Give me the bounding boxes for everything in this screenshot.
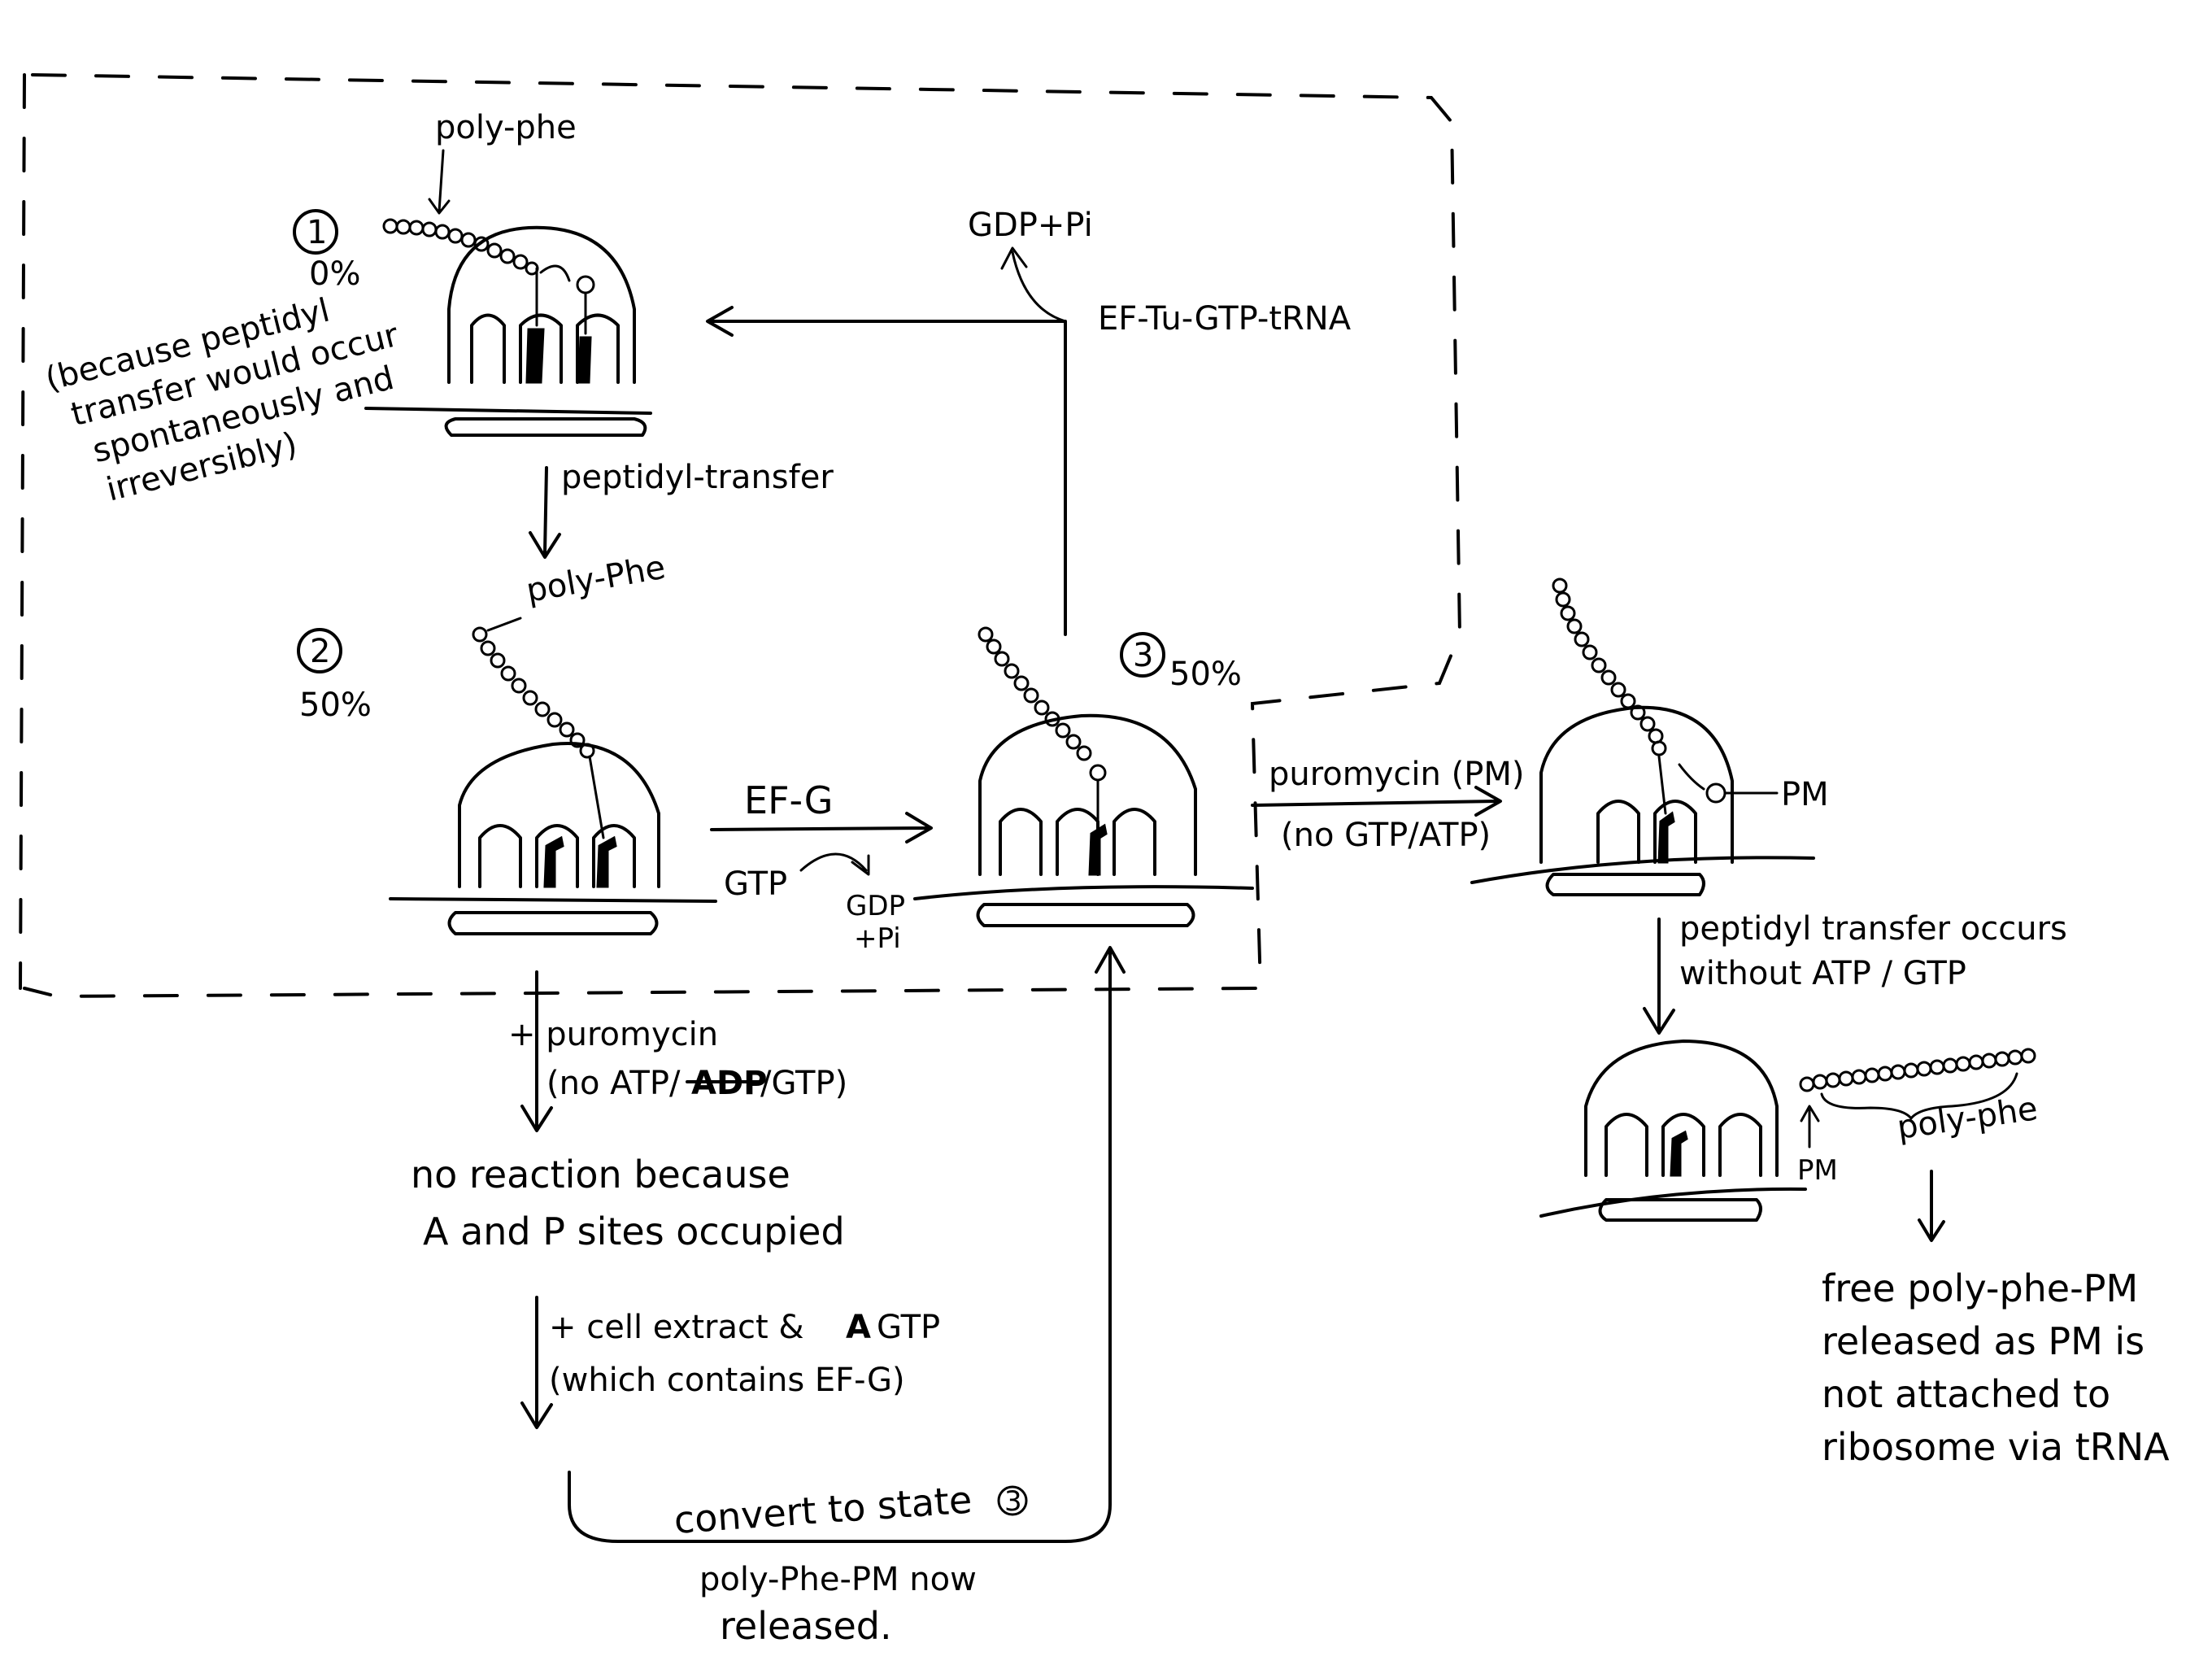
free-line-1: free poly-phe-PM: [1822, 1266, 2138, 1310]
cell-extract-struck: A: [846, 1309, 871, 1346]
ef-g-label: EF-G: [744, 778, 833, 822]
state-1-reason: (because peptidyl transfer would occur s…: [41, 291, 403, 508]
poly-phe-pointer-arrow-1: [428, 149, 451, 215]
poly-phe-chain-state-puromycin: [1552, 578, 1667, 756]
state-2-circle: [297, 628, 342, 673]
pm-bottom-arrow: [1800, 1105, 1820, 1149]
state-3-circle: [1120, 632, 1165, 678]
pi-label: +Pi: [854, 922, 901, 955]
pm-label: PM: [1781, 776, 1829, 813]
state-1-percent: 0%: [309, 255, 360, 293]
ribosome-state-1: [364, 225, 652, 437]
pm-bottom-label: PM: [1797, 1154, 1838, 1187]
gdp-label: GDP: [846, 890, 905, 922]
peptidyl-no-energy-line1: peptidyl transfer occurs: [1679, 910, 2067, 948]
poly-phe-chain-state-3: [978, 626, 1092, 761]
dashed-region-boundary: [19, 73, 1462, 999]
no-atp-gtp-prefix: (no ATP/: [546, 1065, 681, 1102]
poly-phe-pointer-2: [486, 617, 522, 632]
free-line-3: not attached to: [1822, 1372, 2110, 1416]
poly-phe-chain-state-2: [472, 626, 595, 759]
state-1-circle: [293, 209, 338, 255]
gtp-label: GTP: [724, 865, 787, 903]
ribosome-released: [1539, 1040, 1807, 1222]
ribosome-state-puromycin: [1470, 705, 1815, 896]
poly-phe-bottom-label: poly-phe: [1895, 1090, 2040, 1147]
poly-phe-chain-state-1: [382, 218, 539, 276]
released-line-1: poly-Phe-PM now: [699, 1561, 977, 1598]
peptidyl-transfer-label: peptidyl-transfer: [561, 459, 834, 496]
no-atp-gtp-suffix: /GTP): [760, 1065, 847, 1102]
arrow-cell-extract-down: [520, 1296, 553, 1429]
arrow-to-free-poly-phe: [1918, 1170, 1945, 1242]
cell-extract-line-1: + cell extract &: [549, 1309, 804, 1346]
ribosome-state-3: [913, 713, 1254, 927]
ef-tu-complex-label: EF-Tu-GTP-tRNA: [1098, 300, 1352, 338]
free-poly-phe-chain: [1799, 1048, 2036, 1120]
ef-g-arrow: [710, 812, 933, 843]
arrow-peptidyl-transfer-no-energy: [1643, 917, 1675, 1035]
arrow-state2-puromycin-down: [520, 970, 553, 1132]
gtp-to-gdp-curve: [799, 852, 870, 876]
cell-extract-line-2: (which contains EF-G): [549, 1362, 905, 1399]
convert-loop-arrow: [568, 946, 1126, 1543]
no-reaction-line-2: A and P sites occupied: [423, 1210, 845, 1253]
puromycin-pm-label: puromycin (PM): [1269, 756, 1524, 793]
convert-state-number: 3: [1004, 1485, 1022, 1518]
released-line-2: released.: [720, 1604, 892, 1648]
poly-phe-label-1: poly-phe: [435, 109, 577, 146]
no-gtp-atp-label: (no GTP/ATP): [1281, 817, 1491, 854]
state-3-percent: 50%: [1169, 656, 1242, 693]
convert-state-circle: [997, 1485, 1028, 1516]
state-2-number: 2: [310, 633, 330, 670]
puromycin-arrow: [1251, 786, 1502, 817]
state-2-percent: 50%: [299, 686, 372, 724]
arrow-state1-to-state2: [529, 466, 561, 559]
convert-state-label: convert to state: [673, 1478, 973, 1542]
plus-puromycin-label: + puromycin: [508, 1016, 718, 1053]
state-1-number: 1: [307, 214, 327, 251]
cell-extract-gtp: GTP: [877, 1309, 940, 1346]
free-line-2: released as PM is: [1822, 1319, 2145, 1363]
gdp-pi-release-arrow: [1000, 246, 1067, 323]
state-3-number: 3: [1133, 637, 1153, 674]
free-line-4: ribosome via tRNA: [1822, 1425, 2170, 1469]
no-reaction-line-1: no reaction because: [411, 1153, 790, 1196]
gdp-pi-top-label: GDP+Pi: [968, 207, 1093, 244]
peptidyl-no-energy-line2: without ATP / GTP: [1679, 955, 1966, 992]
ribosome-state-2: [389, 742, 717, 935]
